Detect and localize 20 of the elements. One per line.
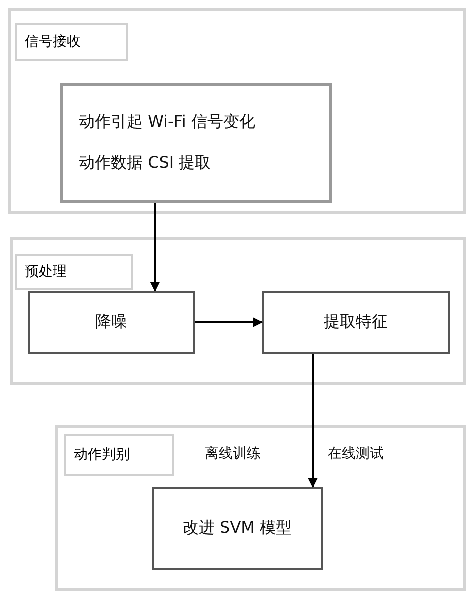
arrow	[195, 318, 263, 328]
process-box	[262, 291, 450, 354]
section-panel	[10, 237, 466, 385]
box-text: 动作数据 CSI 提取	[79, 153, 212, 174]
section-panel	[8, 8, 466, 214]
section-panel	[55, 425, 466, 591]
section-heading: 动作判别	[64, 434, 174, 476]
section-heading: 信号接收	[15, 23, 128, 61]
phase-label: 在线测试	[328, 445, 384, 463]
box-text: 改进 SVM 模型	[182, 518, 292, 539]
arrow	[150, 203, 160, 292]
section-heading: 预处理	[15, 254, 133, 290]
process-box	[28, 291, 195, 354]
arrow	[308, 354, 318, 488]
phase-label: 离线训练	[205, 445, 261, 463]
box-text: 动作引起 Wi-Fi 信号变化	[79, 112, 256, 133]
process-box	[60, 83, 332, 203]
process-box	[152, 487, 323, 570]
box-text: 降噪	[96, 312, 128, 333]
box-text: 提取特征	[324, 312, 388, 333]
